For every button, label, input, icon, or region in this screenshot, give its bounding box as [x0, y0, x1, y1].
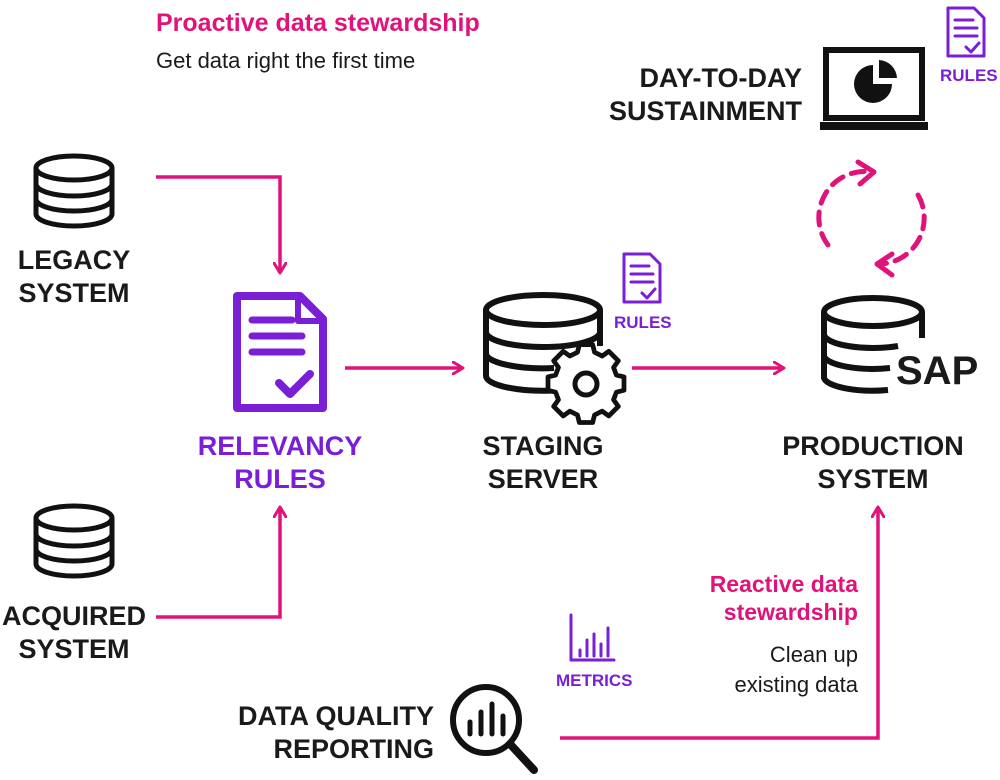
- production-database-icon: [821, 295, 925, 394]
- rules-tag-top: RULES: [940, 66, 998, 85]
- legacy-label-line1: LEGACY: [17, 245, 131, 275]
- production-label: PRODUCTION SYSTEM: [768, 430, 978, 496]
- production-label-line1: PRODUCTION: [782, 431, 964, 461]
- cycle-arrowhead-bottom: [874, 251, 895, 278]
- reporting-label: DATA QUALITY REPORTING: [200, 700, 434, 766]
- acquired-to-rules-arrow: [156, 508, 280, 619]
- proactive-title: Proactive data stewardship: [156, 9, 480, 37]
- gear-icon: [545, 342, 627, 425]
- reporting-to-production-arrow: [560, 508, 878, 740]
- staging-label: STAGING SERVER: [463, 430, 623, 496]
- rules-document-icon-top: [946, 6, 986, 58]
- relevancy-rules-document-icon: [233, 292, 327, 412]
- production-label-line2: SYSTEM: [817, 463, 929, 494]
- rules-document-icon-mid: [622, 252, 662, 304]
- proactive-subtitle: Get data right the first time: [156, 48, 416, 73]
- magnifier-chart-icon: [450, 684, 538, 774]
- staging-database-gear-icon: [483, 292, 627, 425]
- rules-tag-mid: RULES: [614, 313, 672, 332]
- staging-label-line1: STAGING: [482, 431, 604, 461]
- sustainment-label-line2: SUSTAINMENT: [609, 95, 802, 126]
- relevancy-label-line2: RULES: [234, 463, 326, 494]
- legacy-to-rules-arrow: [156, 175, 280, 272]
- relevancy-label-line1: RELEVANCY: [197, 431, 363, 461]
- reactive-subtitle: Clean up existing data: [640, 640, 858, 701]
- reactive-title-line1: Reactive data: [709, 571, 858, 597]
- bar-chart-icon: [569, 613, 616, 662]
- staging-label-line2: SERVER: [487, 463, 599, 494]
- reporting-label-line2: REPORTING: [273, 733, 434, 764]
- reactive-title: Reactive data stewardship: [640, 570, 858, 626]
- laptop-pie-chart-icon: [820, 47, 928, 130]
- sustainment-label-line1: DAY-TO-DAY: [639, 63, 802, 93]
- reactive-subtitle-line1: Clean up: [769, 642, 858, 667]
- legacy-label: LEGACY SYSTEM: [4, 244, 144, 310]
- cycle-arrowhead-top: [855, 159, 877, 187]
- acquired-label-line1: ACQUIRED: [1, 601, 146, 631]
- reactive-title-line2: stewardship: [723, 599, 858, 626]
- cycle-arrows-icon: [816, 168, 927, 267]
- reporting-label-line1: DATA QUALITY: [238, 701, 434, 731]
- acquired-database-icon: [33, 503, 115, 579]
- legacy-label-line2: SYSTEM: [18, 277, 130, 308]
- sap-badge: SAP: [896, 349, 979, 393]
- acquired-label: ACQUIRED SYSTEM: [0, 600, 148, 666]
- metrics-tag: METRICS: [556, 671, 633, 690]
- acquired-label-line2: SYSTEM: [18, 633, 130, 664]
- legacy-database-icon: [33, 153, 115, 229]
- reactive-subtitle-line2: existing data: [734, 672, 858, 698]
- relevancy-label: RELEVANCY RULES: [190, 430, 370, 496]
- sustainment-label: DAY-TO-DAY SUSTAINMENT: [580, 62, 802, 128]
